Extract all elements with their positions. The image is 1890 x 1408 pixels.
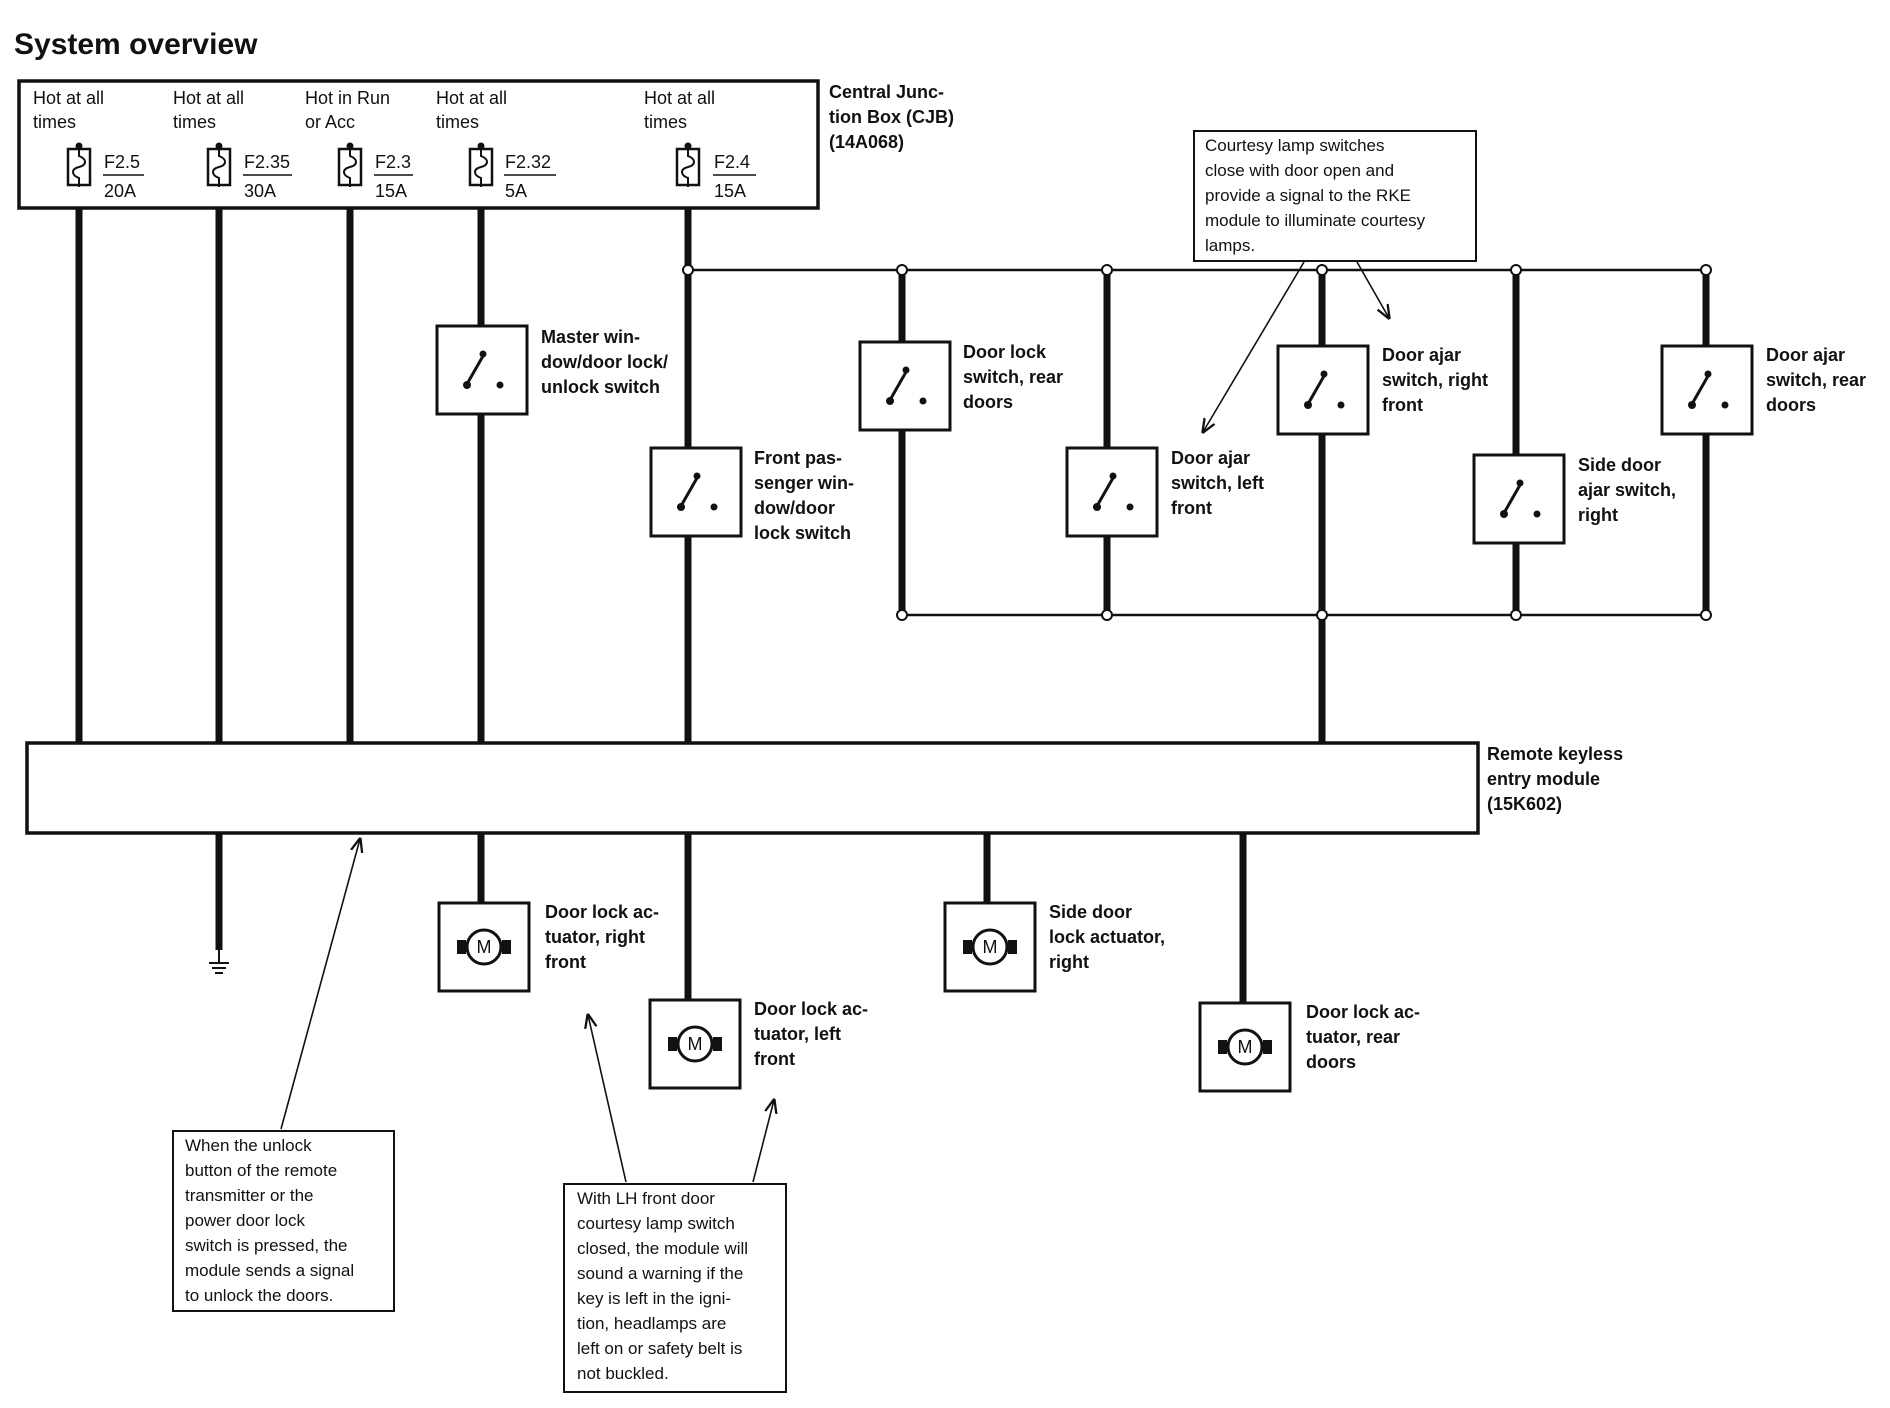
ground-icon xyxy=(209,950,229,974)
switch-icon xyxy=(1660,344,1754,436)
svg-text:F2.35: F2.35 xyxy=(244,152,290,172)
svg-text:30A: 30A xyxy=(244,181,276,201)
svg-text:M: M xyxy=(1238,1037,1253,1057)
switch-master: Master win-dow/door lock/unlock switch xyxy=(435,324,668,416)
svg-text:15A: 15A xyxy=(714,181,746,201)
svg-text:15A: 15A xyxy=(375,181,407,201)
fuse-icon xyxy=(206,141,232,189)
splice-points xyxy=(682,264,1712,621)
svg-text:F2.32: F2.32 xyxy=(505,152,551,172)
switch-icon xyxy=(858,340,952,432)
fuse-icon xyxy=(337,141,363,189)
switch-icon xyxy=(435,324,529,416)
wires xyxy=(75,208,1710,1003)
fuse-icon xyxy=(66,141,92,189)
cjb-name: Central Junc- tion Box (CJB) (14A068) xyxy=(829,82,959,152)
switch-icon xyxy=(1472,453,1566,545)
switch-icon xyxy=(649,446,743,538)
central-junction-box: Central Junc- tion Box (CJB) (14A068) Ho… xyxy=(17,79,959,210)
fuse-icon xyxy=(468,141,494,189)
svg-text:M: M xyxy=(688,1034,703,1054)
svg-text:M: M xyxy=(477,937,492,957)
svg-text:5A: 5A xyxy=(505,181,527,201)
svg-text:F2.4: F2.4 xyxy=(714,152,750,172)
callout-arrows xyxy=(280,261,1389,1183)
switch-icon xyxy=(1276,344,1370,436)
page-title: System overview xyxy=(14,28,258,61)
svg-text:M: M xyxy=(983,937,998,957)
svg-text:Master win-dow/door lock/unloc: Master win-dow/door lock/unlock switch xyxy=(541,327,668,397)
switch-icon xyxy=(1065,446,1159,538)
svg-text:F2.5: F2.5 xyxy=(104,152,140,172)
fuse-icon xyxy=(675,141,701,189)
svg-text:20A: 20A xyxy=(104,181,136,201)
courtesy-bus xyxy=(688,268,1706,617)
svg-text:F2.3: F2.3 xyxy=(375,152,411,172)
